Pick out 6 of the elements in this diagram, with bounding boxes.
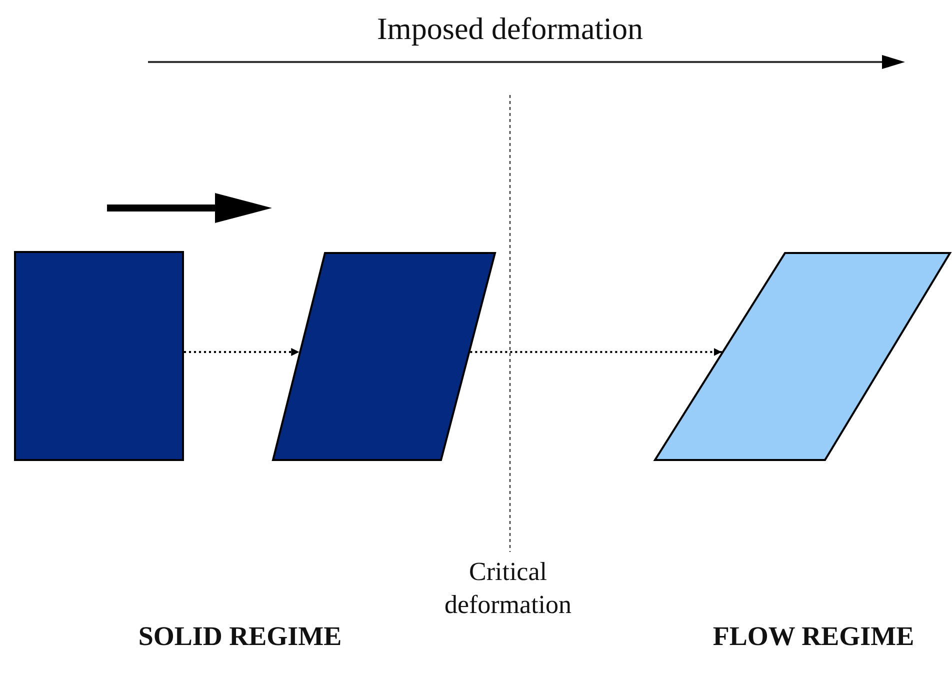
regime-label: SOLID REGIME [137, 620, 343, 653]
threshold-label: Critical deformation [443, 556, 573, 620]
axis-title: Imposed deformation [376, 10, 644, 48]
dotted-arrow [184, 348, 300, 356]
regime-label: FLOW REGIME [712, 620, 916, 653]
dotted-arrow [470, 348, 722, 356]
